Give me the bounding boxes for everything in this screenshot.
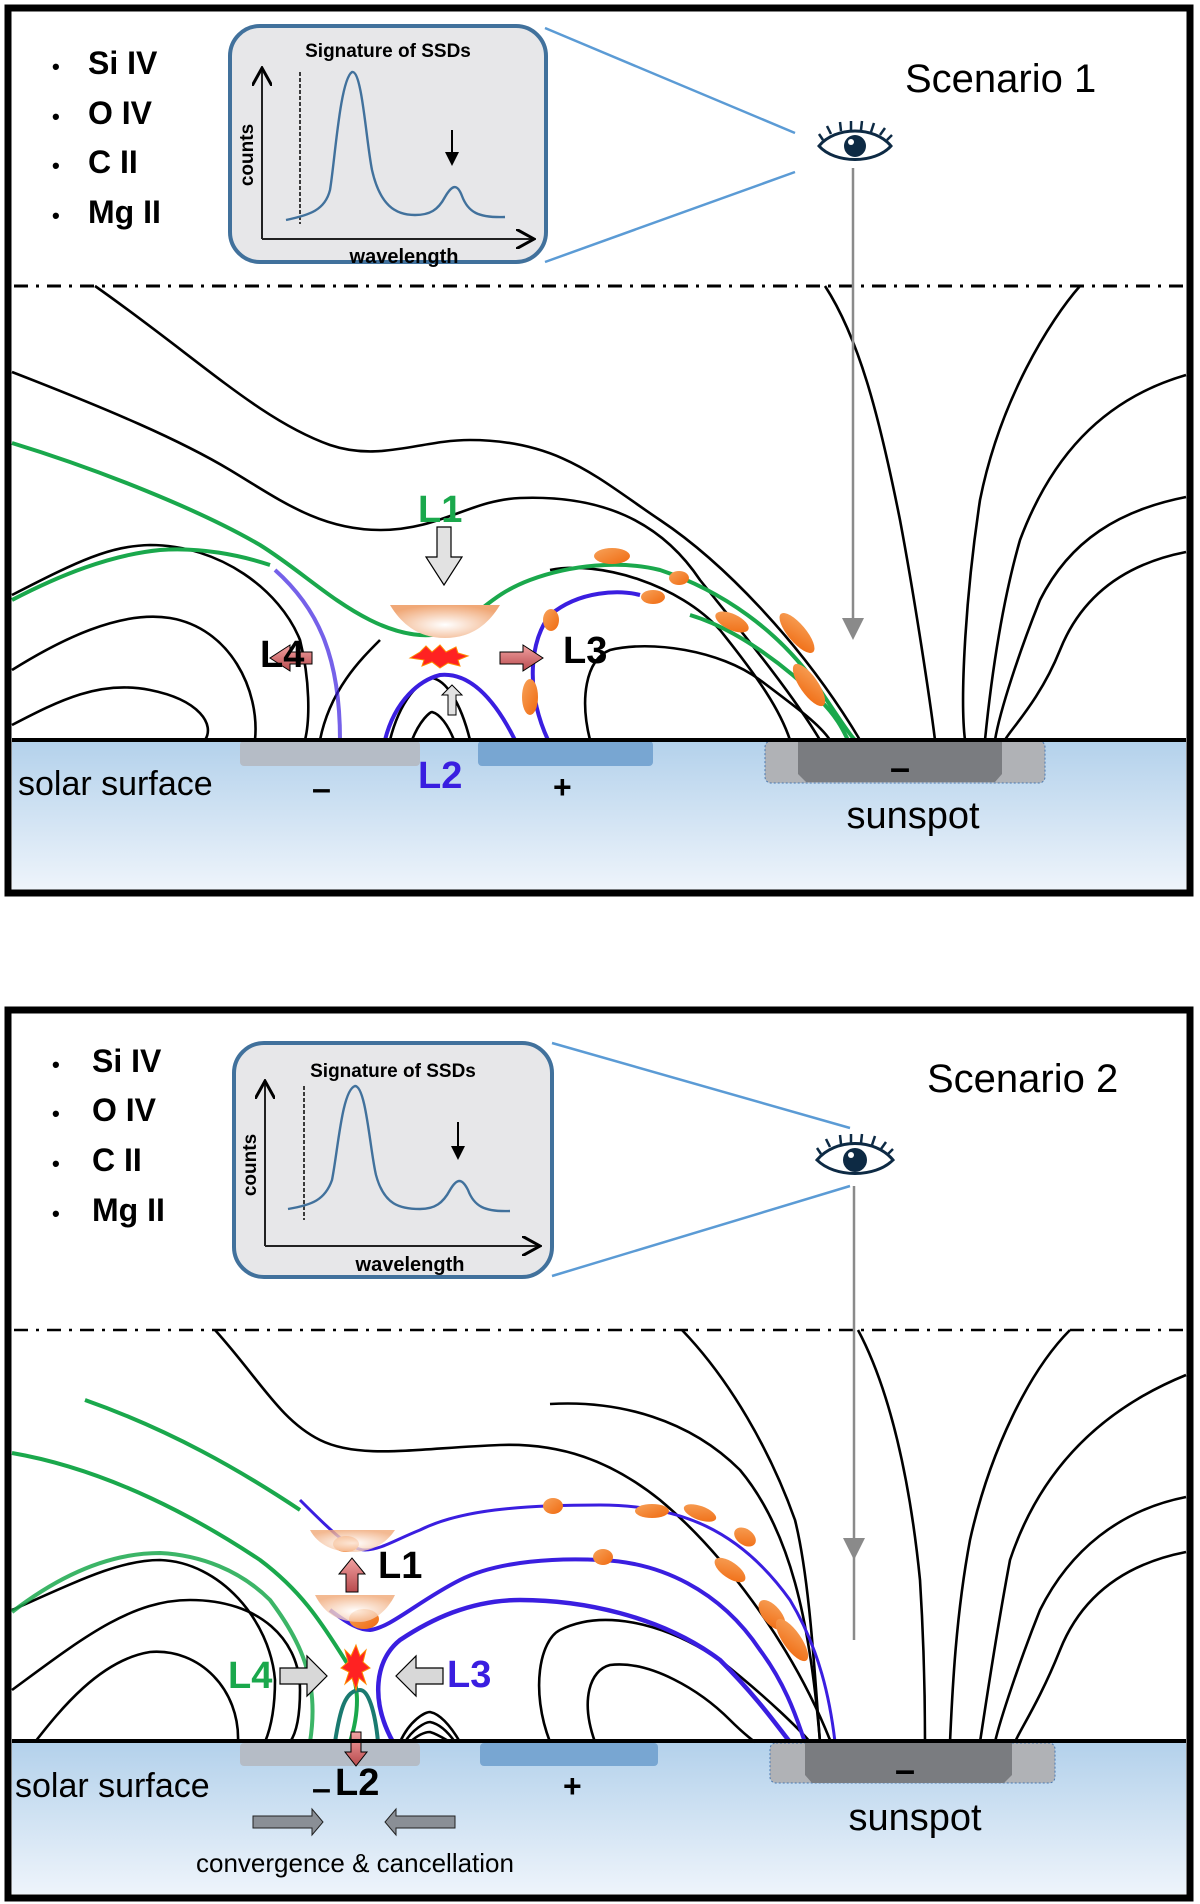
loop-label-l1: L1 <box>378 1545 422 1587</box>
secondary-peak-arrowhead <box>451 1146 465 1160</box>
heating-glow <box>390 605 500 638</box>
eye-icon <box>814 1133 896 1175</box>
positive-polarity-sign: + <box>563 1768 582 1804</box>
negative-polarity-patch <box>240 741 420 766</box>
heating-glow-upper <box>310 1530 395 1552</box>
bullet: • <box>52 104 60 129</box>
inset-title: Signature of SSDs <box>305 41 471 62</box>
bullet: • <box>52 1201 60 1226</box>
positive-polarity-patch <box>478 741 653 766</box>
inset-y-label: counts <box>237 124 258 186</box>
convergence-cancellation-label: convergence & cancellation <box>196 1848 514 1878</box>
convergence-arrow-right <box>252 1807 324 1837</box>
field-lines <box>11 1329 1187 1744</box>
outflow-arrow-left <box>269 644 313 672</box>
convergence-arrow-left <box>384 1807 456 1837</box>
outflow-arrow-down <box>343 1731 369 1767</box>
loop-label-l4: L4 <box>260 634 304 676</box>
spectral-line-item: Si IV <box>92 1043 162 1079</box>
sunspot-polarity-sign: – <box>890 747 910 788</box>
inflow-arrow-left <box>395 1654 444 1698</box>
spectrum-inset <box>232 1041 554 1279</box>
spectral-line-item: C II <box>92 1142 142 1178</box>
sunspot-label: sunspot <box>846 795 980 837</box>
bullet: • <box>52 1052 60 1077</box>
scenario-title: Scenario 1 <box>905 57 1096 101</box>
scenario-2-border <box>4 1006 1194 1902</box>
inset-x-label: wavelength <box>349 246 459 268</box>
inflow-arrow-down <box>424 526 464 587</box>
heating-glow-lower <box>315 1595 395 1622</box>
secondary-peak-arrowhead <box>445 152 459 166</box>
scenario-1-panel <box>11 24 1187 890</box>
negative-polarity-sign: – <box>312 1770 331 1808</box>
scenario-1-border <box>4 4 1194 897</box>
loop-label-l3: L3 <box>563 630 607 672</box>
sunspot-label: sunspot <box>848 1797 982 1839</box>
bullet: • <box>52 1101 60 1126</box>
loop-label-l2: L2 <box>418 755 462 797</box>
green-field-lines <box>10 1398 380 1743</box>
positive-polarity-patch <box>480 1743 658 1766</box>
scenario-title: Scenario 2 <box>927 1057 1118 1101</box>
inset-y-label: counts <box>240 1134 261 1196</box>
inset-x-label: wavelength <box>355 1254 465 1276</box>
inflow-arrow-right <box>279 1654 328 1698</box>
inflow-arrow-up <box>440 684 464 716</box>
solar-surface-label: solar surface <box>15 1767 210 1805</box>
solar-surface-label: solar surface <box>18 765 213 803</box>
bullet: • <box>52 54 60 79</box>
reconnection-burst-icon <box>340 1643 371 1692</box>
bullet: • <box>52 203 60 228</box>
sunspot <box>764 740 1046 784</box>
spectrum-curve <box>285 70 506 222</box>
spectral-line-item: Mg II <box>88 194 161 230</box>
spectral-lines-list: • Si IV • O IV • C II • Mg II <box>52 45 161 230</box>
scenario-2-panel <box>10 1041 1187 1894</box>
sight-line-upper <box>544 26 796 135</box>
loop-label-l3: L3 <box>447 1654 491 1696</box>
sunspot-polarity-sign: – <box>895 1749 915 1790</box>
sight-line-lower <box>551 1184 851 1278</box>
spectrum-inset <box>228 24 548 264</box>
field-lines <box>11 284 1187 741</box>
sight-line-lower <box>544 170 796 264</box>
spectral-line-item: O IV <box>88 95 153 131</box>
eye-icon <box>817 120 893 161</box>
spectral-line-item: Mg II <box>92 1192 165 1228</box>
positive-polarity-sign: + <box>553 769 572 805</box>
loop-label-l2: L2 <box>335 1762 379 1804</box>
spectral-lines-list: • Si IV • O IV • C II • Mg II <box>52 1043 165 1228</box>
sunspot <box>769 1742 1056 1784</box>
reconnection-burst-icon <box>408 644 470 669</box>
inset-title: Signature of SSDs <box>310 1061 476 1082</box>
outflow-arrow-right <box>499 644 544 672</box>
negative-polarity-patch <box>240 1743 420 1766</box>
loop-label-l1: L1 <box>418 489 462 531</box>
bullet: • <box>52 1151 60 1176</box>
green-field-lines <box>11 441 857 742</box>
plasma-blobs <box>522 548 826 715</box>
sight-line-upper <box>551 1041 851 1130</box>
line-of-sight-arrowhead <box>843 1538 865 1560</box>
bullet: • <box>52 153 60 178</box>
spectral-line-item: Si IV <box>88 45 158 81</box>
spectral-line-item: O IV <box>92 1092 157 1128</box>
line-of-sight-arrowhead <box>842 618 864 640</box>
negative-polarity-sign: – <box>312 770 331 808</box>
spectrum-curve <box>287 1084 511 1213</box>
outflow-arrow-up <box>337 1557 367 1593</box>
loop-label-l4: L4 <box>228 1655 272 1697</box>
spectral-line-item: C II <box>88 144 138 180</box>
